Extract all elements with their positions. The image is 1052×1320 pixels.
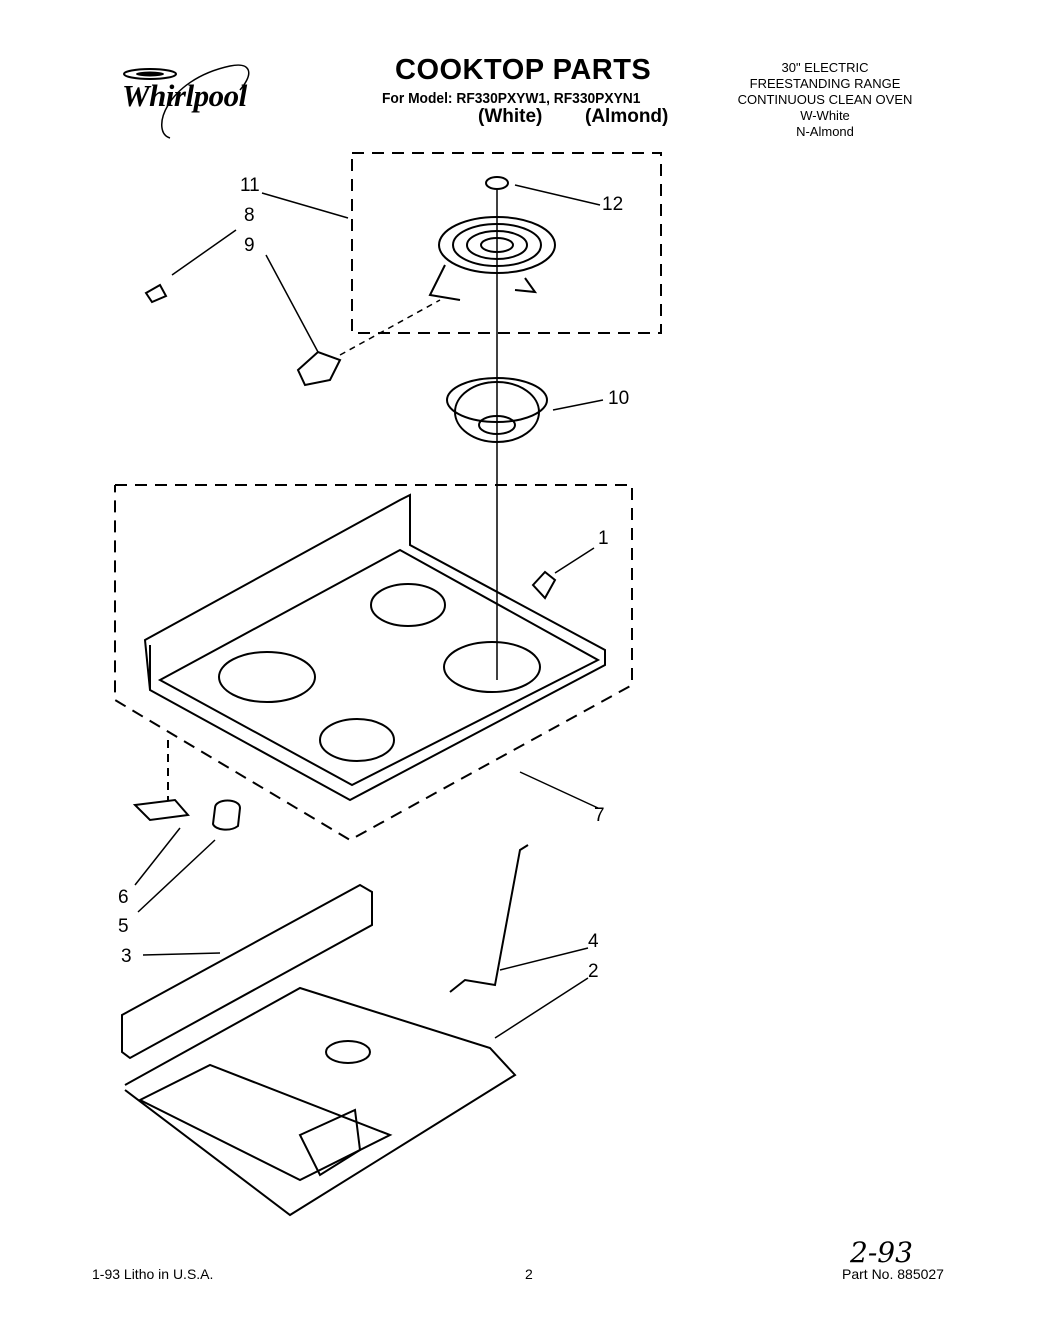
part-11-surface-element	[428, 216, 556, 301]
cooktop-group-box	[114, 484, 633, 842]
callout-8: 8	[244, 205, 255, 226]
part-2-drip-tray	[124, 986, 517, 1217]
part-8-clip	[144, 283, 168, 304]
callout-12: 12	[602, 194, 624, 215]
spec-line-2: FREESTANDING RANGE	[749, 76, 901, 91]
callout-6: 6	[118, 887, 129, 908]
part-number: Part No. 885027	[842, 1266, 944, 1282]
callout-2: 2	[588, 961, 599, 982]
model-numbers: For Model: RF330PXYW1, RF330PXYN1	[382, 90, 641, 107]
spec-line-3: CONTINUOUS CLEAN OVEN	[737, 92, 913, 107]
element-group-box	[351, 152, 662, 334]
variant-almond: (Almond)	[585, 106, 669, 127]
brand-wordmark: Whirlpool	[122, 78, 247, 113]
page-title: COOKTOP PARTS	[395, 54, 652, 86]
part-12-cap	[485, 176, 509, 190]
callout-9: 9	[244, 235, 255, 256]
spec-line-5: N-Almond	[796, 124, 854, 139]
spec-line-1: 30" ELECTRIC	[781, 60, 869, 75]
part-5-bumper	[211, 799, 242, 831]
callout-1: 1	[598, 528, 609, 549]
page-number: 2	[525, 1266, 533, 1282]
litho-note: 1-93 Litho in U.S.A.	[92, 1266, 214, 1282]
whirlpool-logo: Whirlpool	[110, 60, 280, 140]
callout-10: 10	[608, 388, 630, 409]
variant-white: (White)	[478, 106, 543, 127]
part-6-hinge	[132, 798, 190, 822]
callout-5: 5	[118, 916, 129, 937]
spec-line-4: W-White	[800, 108, 850, 123]
part-4-rod	[449, 844, 529, 993]
part-7-cooktop	[143, 493, 606, 802]
callout-7: 7	[594, 805, 605, 826]
callout-3: 3	[121, 946, 132, 967]
part-1-clip	[531, 570, 557, 600]
handwritten-date: 2-93	[850, 1236, 913, 1269]
part-3-rear-panel	[121, 883, 373, 1060]
callout-11: 11	[240, 175, 260, 196]
callout-4: 4	[588, 931, 599, 952]
part-9-receptacle	[296, 350, 342, 387]
part-10-drip-bowl	[446, 377, 548, 443]
